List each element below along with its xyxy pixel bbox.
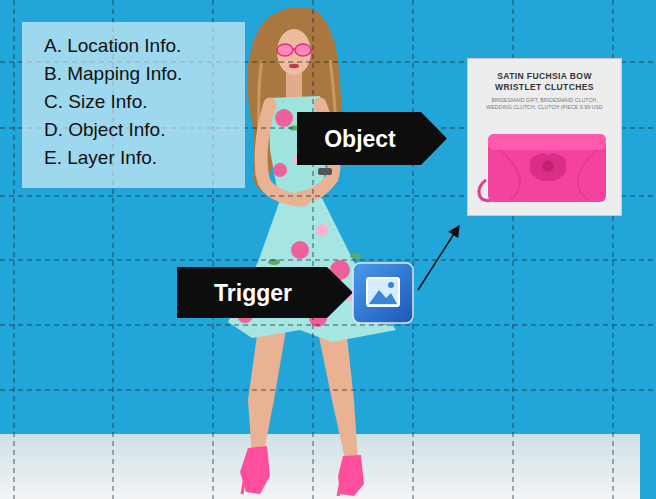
product-subtitle: BRIDESMAID GIFT, BRIDESMAID CLUTCH, WEDD…: [479, 97, 611, 111]
callout-label: Object: [297, 112, 447, 165]
legend-item: A. Location Info.: [44, 32, 181, 60]
legend-item: D. Object Info.: [44, 116, 165, 144]
legend-item: E. Layer Info.: [44, 144, 157, 172]
callout-text: Object: [324, 125, 396, 153]
legend-box: A. Location Info.B. Mapping Info.C. Size…: [22, 22, 245, 188]
clutch-image: [479, 134, 606, 202]
trigger-icon: [353, 263, 413, 323]
legend-item: B. Mapping Info.: [44, 60, 182, 88]
pointer-shape-fill: [177, 267, 353, 318]
callout-label: Trigger: [177, 267, 353, 318]
floor-strip: [0, 434, 640, 499]
callout-text: Trigger: [214, 279, 292, 307]
pointer-arrow: [418, 226, 459, 290]
product-title: SATIN FUCHSIA BOW WRISTLET CLUTCHES: [488, 71, 602, 93]
legend-item: C. Size Info.: [44, 88, 148, 116]
woman-figure: [228, 7, 396, 496]
product-card: SATIN FUCHSIA BOW WRISTLET CLUTCHES BRIDE…: [467, 58, 622, 216]
pointer-shape-fill: [297, 112, 447, 165]
